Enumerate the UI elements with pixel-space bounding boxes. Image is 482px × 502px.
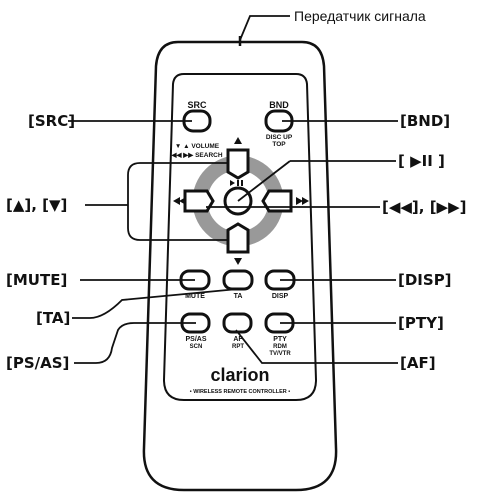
brand-logo: clarion (210, 365, 269, 385)
play-pause-icon (230, 180, 243, 186)
rdm-caption: RDM (273, 344, 287, 350)
prev-button[interactable] (183, 189, 215, 213)
ta-callout: [TA] (36, 309, 71, 327)
leader-ps-as (74, 322, 196, 364)
search-caption: ◀◀ ▶▶ SEARCH (170, 152, 222, 159)
disp-caption: DISP (272, 293, 289, 300)
rpt-caption: RPT (232, 344, 244, 350)
next-button[interactable] (261, 189, 293, 213)
leader-play-pause (237, 160, 291, 202)
play-pause-callout: [ ▶II ] (398, 152, 445, 170)
leader-ta (72, 288, 239, 319)
af-callout: [AF] (400, 354, 436, 372)
leader-lines (68, 15, 398, 364)
scn-caption: SCN (190, 344, 203, 350)
ta-button[interactable] (222, 269, 254, 291)
ta-caption: TA (234, 293, 243, 300)
next-arrow-icon (296, 197, 309, 205)
src-callout: [SRC] (28, 112, 76, 130)
af-button[interactable] (222, 312, 253, 334)
af-caption: AF (233, 336, 243, 343)
disp-callout: [DISP] (398, 271, 452, 289)
prev-arrow-icon (173, 197, 186, 205)
volume-caption: ▼ ▲ VOLUME (175, 143, 220, 150)
leader-af (235, 329, 398, 364)
mute-caption: MUTE (185, 293, 205, 300)
transmitter-label: Передатчик сигнала (294, 8, 426, 24)
bnd-sub2-caption: TOP (272, 141, 286, 148)
ps-as-caption: PS/AS (185, 336, 206, 343)
mute-callout: [MUTE] (6, 271, 68, 289)
tv-vtr-caption: TV/VTR (269, 351, 291, 357)
down-button[interactable] (226, 222, 250, 254)
leader-transmitter (239, 15, 290, 41)
pty-callout: [PTY] (398, 314, 444, 332)
ps-as-callout: [PS/AS] (6, 354, 70, 372)
up-arrow-icon (234, 137, 242, 144)
tagline: • WIRELESS REMOTE CONTROLLER • (190, 389, 290, 395)
bnd-caption: BND (269, 100, 289, 110)
up-button[interactable] (226, 148, 250, 180)
prev-next-callout: [◀◀], [▶▶] (382, 198, 467, 216)
bnd-callout: [BND] (400, 112, 451, 130)
down-arrow-icon (234, 258, 242, 265)
bnd-sub1-caption: DISC UP (266, 134, 293, 141)
bracket-up-down (127, 162, 228, 241)
pty-caption: PTY (273, 336, 287, 343)
up-down-callout: [▲], [▼] (6, 196, 68, 214)
src-caption: SRC (187, 100, 207, 110)
